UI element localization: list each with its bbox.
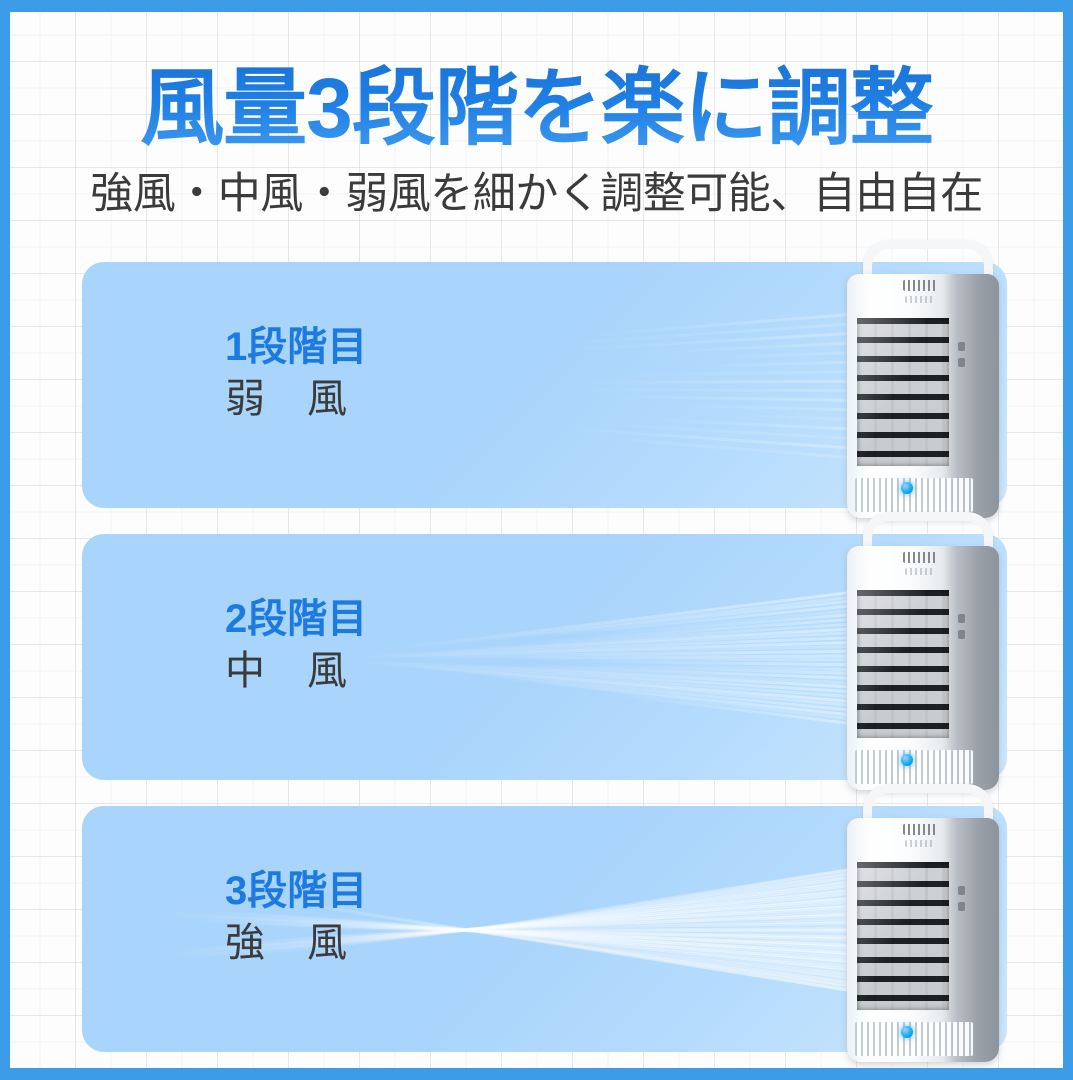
wind-level-panel: 3段階目強 風	[82, 784, 1007, 1062]
air-cooler-device	[837, 512, 1019, 794]
device-side-vent-slot	[958, 630, 965, 639]
device-body	[847, 274, 999, 518]
device-top-vent-icon	[903, 280, 937, 291]
device-base-vent	[855, 478, 973, 512]
device-grille	[857, 862, 949, 1010]
infographic-frame: 風量3段階を楽に調整 強風・中風・弱風を細かく調整可能、自由自在 1段階目弱 風…	[10, 12, 1063, 1068]
wind-level-panel: 2段階目中 風	[82, 512, 1007, 790]
device-handle	[863, 512, 993, 558]
power-led-indicator	[901, 754, 913, 766]
step-label: 1段階目	[225, 325, 368, 369]
wind-strength-label: 強 風	[225, 921, 348, 965]
device-top-vent-icon	[903, 824, 937, 835]
wind-level-labels: 1段階目弱 風	[225, 324, 367, 424]
page-subtitle: 強風・中風・弱風を細かく調整可能、自由自在	[90, 170, 983, 218]
device-top-vent-secondary-icon	[905, 296, 933, 303]
device-handle	[863, 784, 993, 830]
wind-level-panel-list: 1段階目弱 風 2段階目中 風 3段階目強 風	[10, 240, 1063, 1068]
device-grille	[857, 590, 949, 738]
power-led-indicator	[901, 1026, 913, 1038]
wind-strength-label: 中 風	[225, 649, 348, 693]
step-label: 3段階目	[225, 869, 368, 913]
device-body	[847, 546, 999, 790]
device-body	[847, 818, 999, 1062]
device-handle	[863, 240, 993, 286]
power-led-indicator	[901, 482, 913, 494]
page-title: 風量3段階を楽に調整	[10, 60, 1063, 156]
air-cooler-device	[837, 784, 1019, 1066]
wind-level-labels: 3段階目強 風	[225, 868, 367, 968]
header: 風量3段階を楽に調整 強風・中風・弱風を細かく調整可能、自由自在	[10, 12, 1063, 220]
air-cooler-device	[837, 240, 1019, 522]
wind-strength-label: 弱 風	[225, 377, 348, 421]
wind-level-panel: 1段階目弱 風	[82, 240, 1007, 518]
device-side-vent-slot	[958, 902, 965, 911]
device-top-vent-icon	[903, 552, 937, 563]
device-side-vent-slot	[958, 358, 965, 367]
device-top-vent-secondary-icon	[905, 568, 933, 575]
device-side-vent-slot	[958, 886, 965, 895]
wind-level-labels: 2段階目中 風	[225, 596, 367, 696]
device-base-vent	[855, 750, 973, 784]
device-side-vent-slot	[958, 614, 965, 623]
device-grille	[857, 318, 949, 466]
device-base-vent	[855, 1022, 973, 1056]
device-side-vent-slot	[958, 342, 965, 351]
step-label: 2段階目	[225, 597, 368, 641]
device-top-vent-secondary-icon	[905, 840, 933, 847]
